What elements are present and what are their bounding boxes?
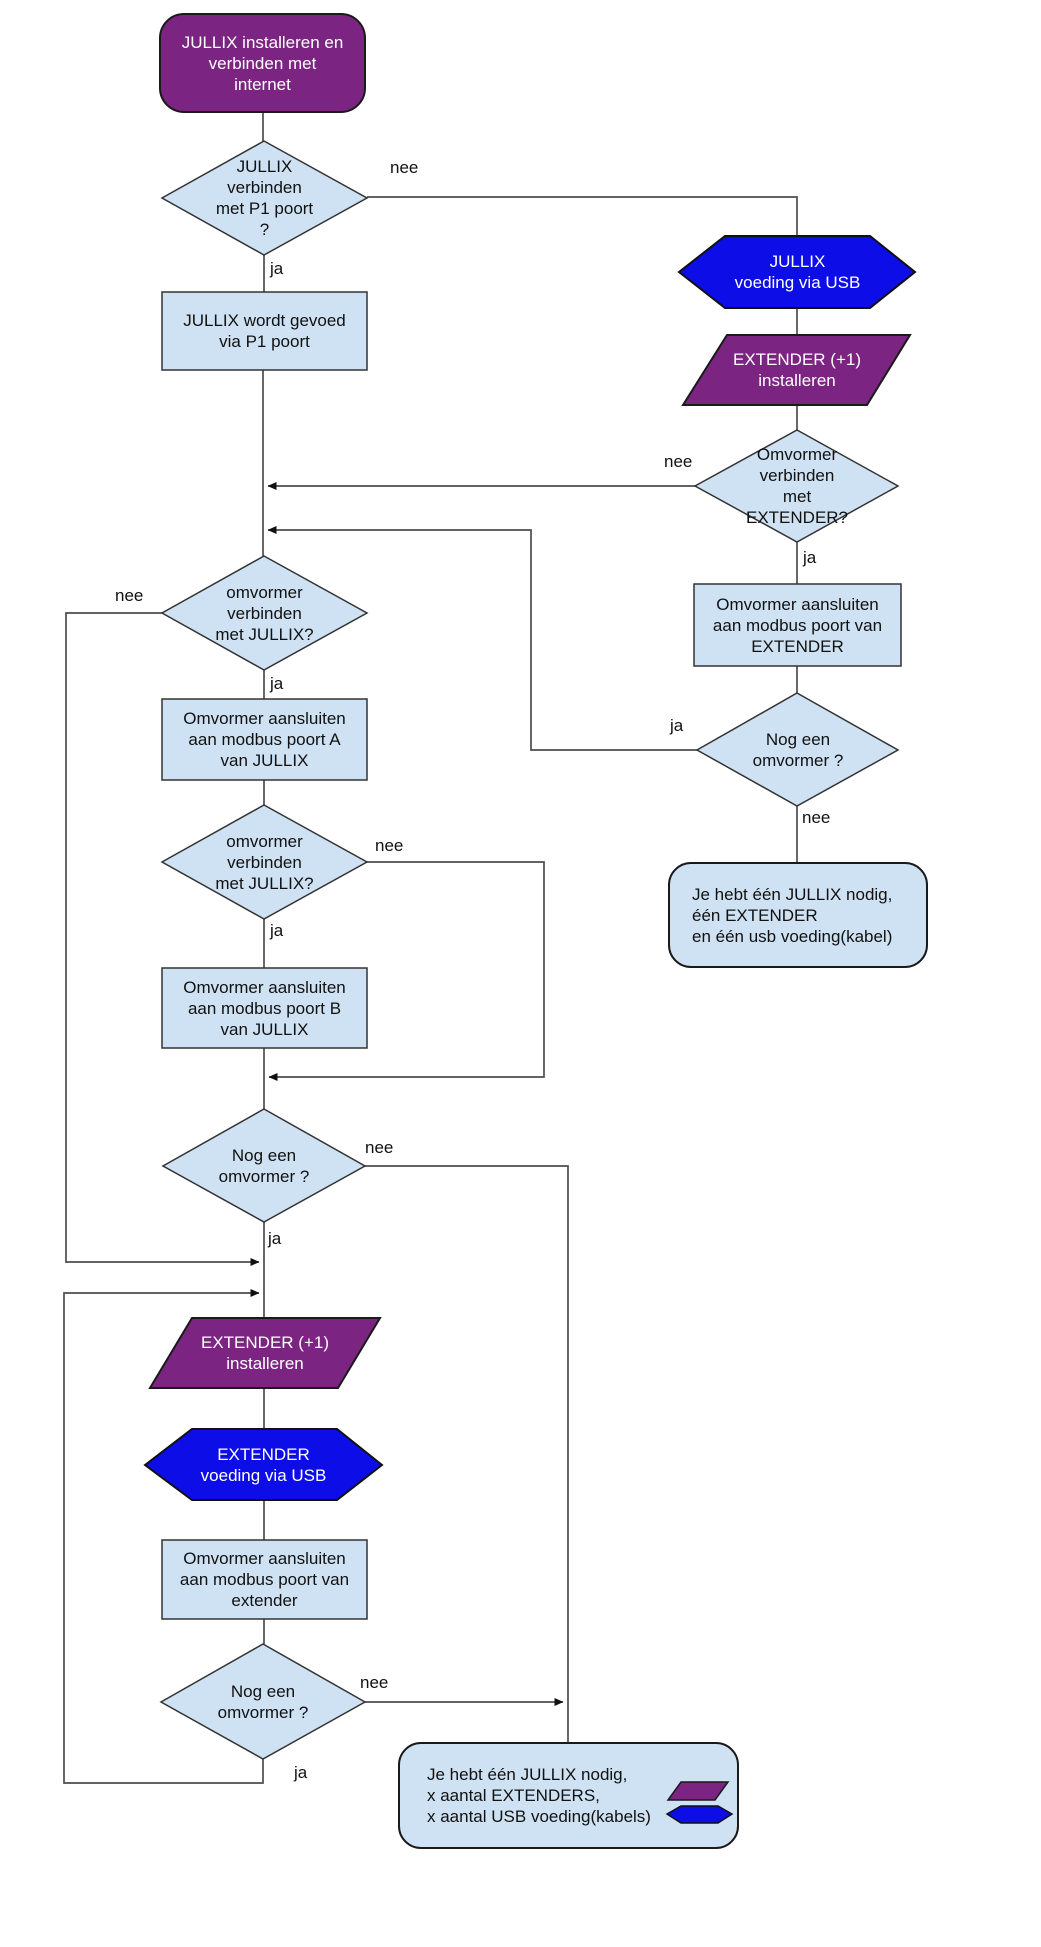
note-right-shape	[668, 862, 928, 968]
decision-more-bottom-shape	[159, 1643, 367, 1760]
parallelogram-extender-left-shape	[148, 1317, 382, 1389]
decision-more-mid-shape	[161, 1108, 367, 1223]
process-modbus-extender-right-shape	[693, 583, 902, 667]
hexagon-jullix-usb-shape	[677, 235, 917, 309]
edge-jullixb-nee-loop	[268, 861, 545, 1081]
connector-group	[63, 112, 798, 1784]
edge-morebottom-ja-loop	[63, 1289, 264, 1784]
edge-p1question-nee	[367, 196, 798, 236]
note-bottom-shape	[398, 1742, 739, 1849]
decision-jullix-a-shape	[160, 555, 369, 671]
start-node-shape	[159, 13, 366, 113]
process-p1-powered-shape	[161, 291, 368, 371]
edge-jullixa-nee-loop	[65, 612, 260, 1266]
hexagon-extender-usb-shape	[143, 1428, 384, 1501]
extender-parallelogram-icon	[666, 1781, 730, 1801]
decision-extender-shape	[693, 429, 900, 543]
usb-hexagon-icon	[665, 1805, 734, 1824]
process-modbus-a-shape	[161, 698, 368, 781]
process-modbus-extender-left-shape	[161, 1539, 368, 1620]
edge-moreright-ja-loop	[267, 526, 697, 751]
decision-more-right-shape	[695, 692, 900, 807]
edge-moremid-nee	[365, 1165, 569, 1743]
decision-p1-shape	[160, 140, 369, 256]
process-modbus-b-shape	[161, 967, 368, 1049]
decision-jullix-b-shape	[160, 804, 369, 920]
parallelogram-extender-right-shape	[681, 334, 912, 406]
